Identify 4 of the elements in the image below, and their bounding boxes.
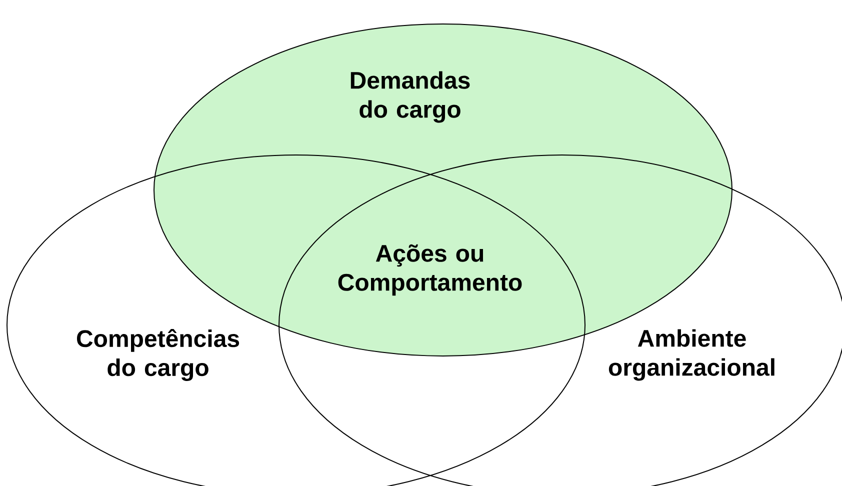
ellipse-label: Competências do cargo [76,329,240,381]
overlap-label: Ações ou Comportamento [338,244,522,296]
ellipse-label: Ambiente organizacional [608,329,774,381]
ellipse-label: Demandas do cargo [350,71,470,123]
